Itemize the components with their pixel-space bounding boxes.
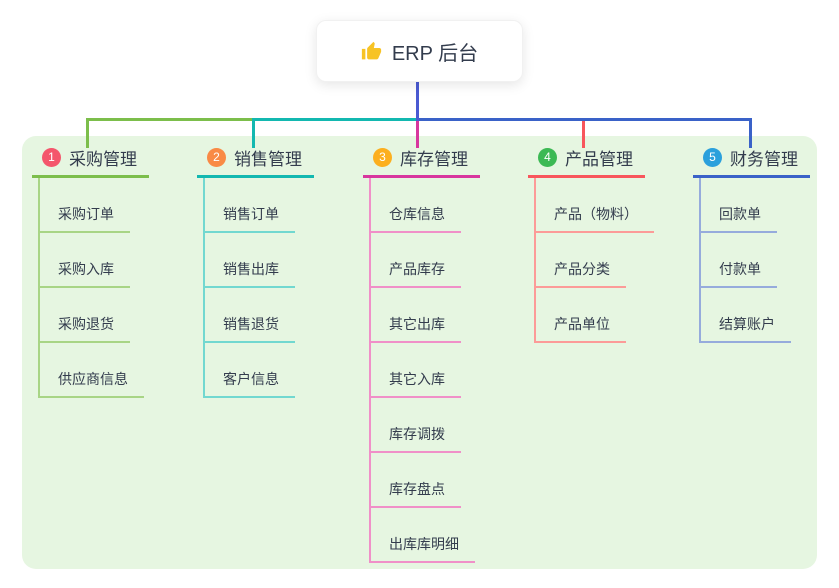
branches-panel (22, 136, 817, 569)
node-label[interactable]: 采购退货 (40, 314, 130, 343)
mindmap-node: 产品分类 (536, 233, 654, 288)
branch-2: 2 销售管理销售订单销售出库销售退货客户信息 (197, 145, 314, 398)
branch-index-badge: 2 (207, 147, 226, 167)
branch-label: 采购管理 (69, 149, 137, 169)
mindmap-node: 付款单 (701, 233, 791, 288)
node-label[interactable]: 回款单 (701, 204, 777, 233)
branch-label: 库存管理 (400, 149, 468, 169)
mindmap-node: 回款单 (701, 178, 791, 233)
node-label[interactable]: 产品库存 (371, 259, 461, 288)
branch-items: 采购订单采购入库采购退货供应商信息 (38, 178, 144, 398)
branch-items: 销售订单销售出库销售退货客户信息 (203, 178, 295, 398)
mindmap-node: 产品单位 (536, 288, 654, 343)
branch-label: 销售管理 (234, 149, 302, 169)
branch-index-badge: 1 (42, 147, 61, 167)
node-label[interactable]: 产品单位 (536, 314, 626, 343)
node-label[interactable]: 销售出库 (205, 259, 295, 288)
mindmap-node: 其它出库 (371, 288, 475, 343)
connector-drop-5 (749, 118, 752, 148)
root-label: ERP 后台 (391, 42, 479, 65)
node-label[interactable]: 结算账户 (701, 314, 791, 343)
mindmap-node: 库存盘点 (371, 453, 475, 508)
connector-drop-1 (86, 118, 89, 148)
branch-label: 财务管理 (730, 149, 798, 169)
mindmap-node: 仓库信息 (371, 178, 475, 233)
connector-bus-middle (252, 118, 419, 121)
mindmap-node: 其它入库 (371, 343, 475, 398)
branch-index-badge: 3 (373, 147, 392, 167)
node-label[interactable]: 仓库信息 (371, 204, 461, 233)
node-label[interactable]: 供应商信息 (40, 369, 144, 398)
mindmap-node: 库存调拨 (371, 398, 475, 453)
branch-index-badge: 4 (538, 147, 557, 167)
branch-items: 回款单付款单结算账户 (699, 178, 791, 343)
branch-5: 5 财务管理回款单付款单结算账户 (693, 145, 810, 343)
mindmap-node: 产品（物料） (536, 178, 654, 233)
branch-4: 4 产品管理产品（物料） 产品分类产品单位 (528, 145, 654, 343)
node-label[interactable]: 其它出库 (371, 314, 461, 343)
mindmap-node: 销售退货 (205, 288, 295, 343)
branch-label: 产品管理 (565, 149, 633, 169)
node-label[interactable]: 其它入库 (371, 369, 461, 398)
node-label[interactable]: 采购订单 (40, 204, 130, 233)
connector-drop-2 (252, 118, 255, 148)
connector-root-vertical (416, 82, 419, 121)
connector-drop-3 (416, 118, 419, 148)
node-label[interactable]: 库存调拨 (371, 424, 461, 453)
branch-items: 产品（物料） 产品分类产品单位 (534, 178, 654, 343)
node-label[interactable]: 产品分类 (536, 259, 626, 288)
node-label[interactable]: 出库库明细 (371, 534, 475, 563)
mindmap-node: 采购退货 (40, 288, 144, 343)
node-label[interactable]: 销售订单 (205, 204, 295, 233)
branch-index-badge: 5 (703, 147, 722, 167)
mindmap-node: 销售出库 (205, 233, 295, 288)
branch-header-3[interactable]: 3 库存管理 (363, 145, 480, 178)
thumbs-up-icon (361, 41, 382, 62)
node-label[interactable]: 付款单 (701, 259, 777, 288)
branch-items: 仓库信息产品库存其它出库其它入库库存调拨库存盘点出库库明细 (369, 178, 475, 563)
branch-header-4[interactable]: 4 产品管理 (528, 145, 645, 178)
branch-header-5[interactable]: 5 财务管理 (693, 145, 810, 178)
node-label[interactable]: 客户信息 (205, 369, 295, 398)
mindmap-node: 供应商信息 (40, 343, 144, 398)
mindmap-node: 产品库存 (371, 233, 475, 288)
connector-bus-left (86, 118, 255, 121)
branch-header-1[interactable]: 1 采购管理 (32, 145, 149, 178)
root-node[interactable]: ERP 后台 (316, 20, 523, 82)
node-label[interactable]: 销售退货 (205, 314, 295, 343)
branch-header-2[interactable]: 2 销售管理 (197, 145, 314, 178)
branch-3: 3 库存管理仓库信息产品库存其它出库其它入库库存调拨库存盘点出库库明细 (363, 145, 480, 563)
mindmap-node: 出库库明细 (371, 508, 475, 563)
connector-bus-right (416, 118, 752, 121)
node-label[interactable]: 库存盘点 (371, 479, 461, 508)
mindmap-node: 采购入库 (40, 233, 144, 288)
mindmap-node: 客户信息 (205, 343, 295, 398)
mindmap-node: 采购订单 (40, 178, 144, 233)
mindmap-node: 结算账户 (701, 288, 791, 343)
mindmap-node: 销售订单 (205, 178, 295, 233)
node-label[interactable]: 产品（物料） (536, 204, 654, 233)
node-label[interactable]: 采购入库 (40, 259, 130, 288)
connector-drop-4 (582, 118, 585, 148)
branch-1: 1 采购管理采购订单采购入库采购退货供应商信息 (32, 145, 149, 398)
